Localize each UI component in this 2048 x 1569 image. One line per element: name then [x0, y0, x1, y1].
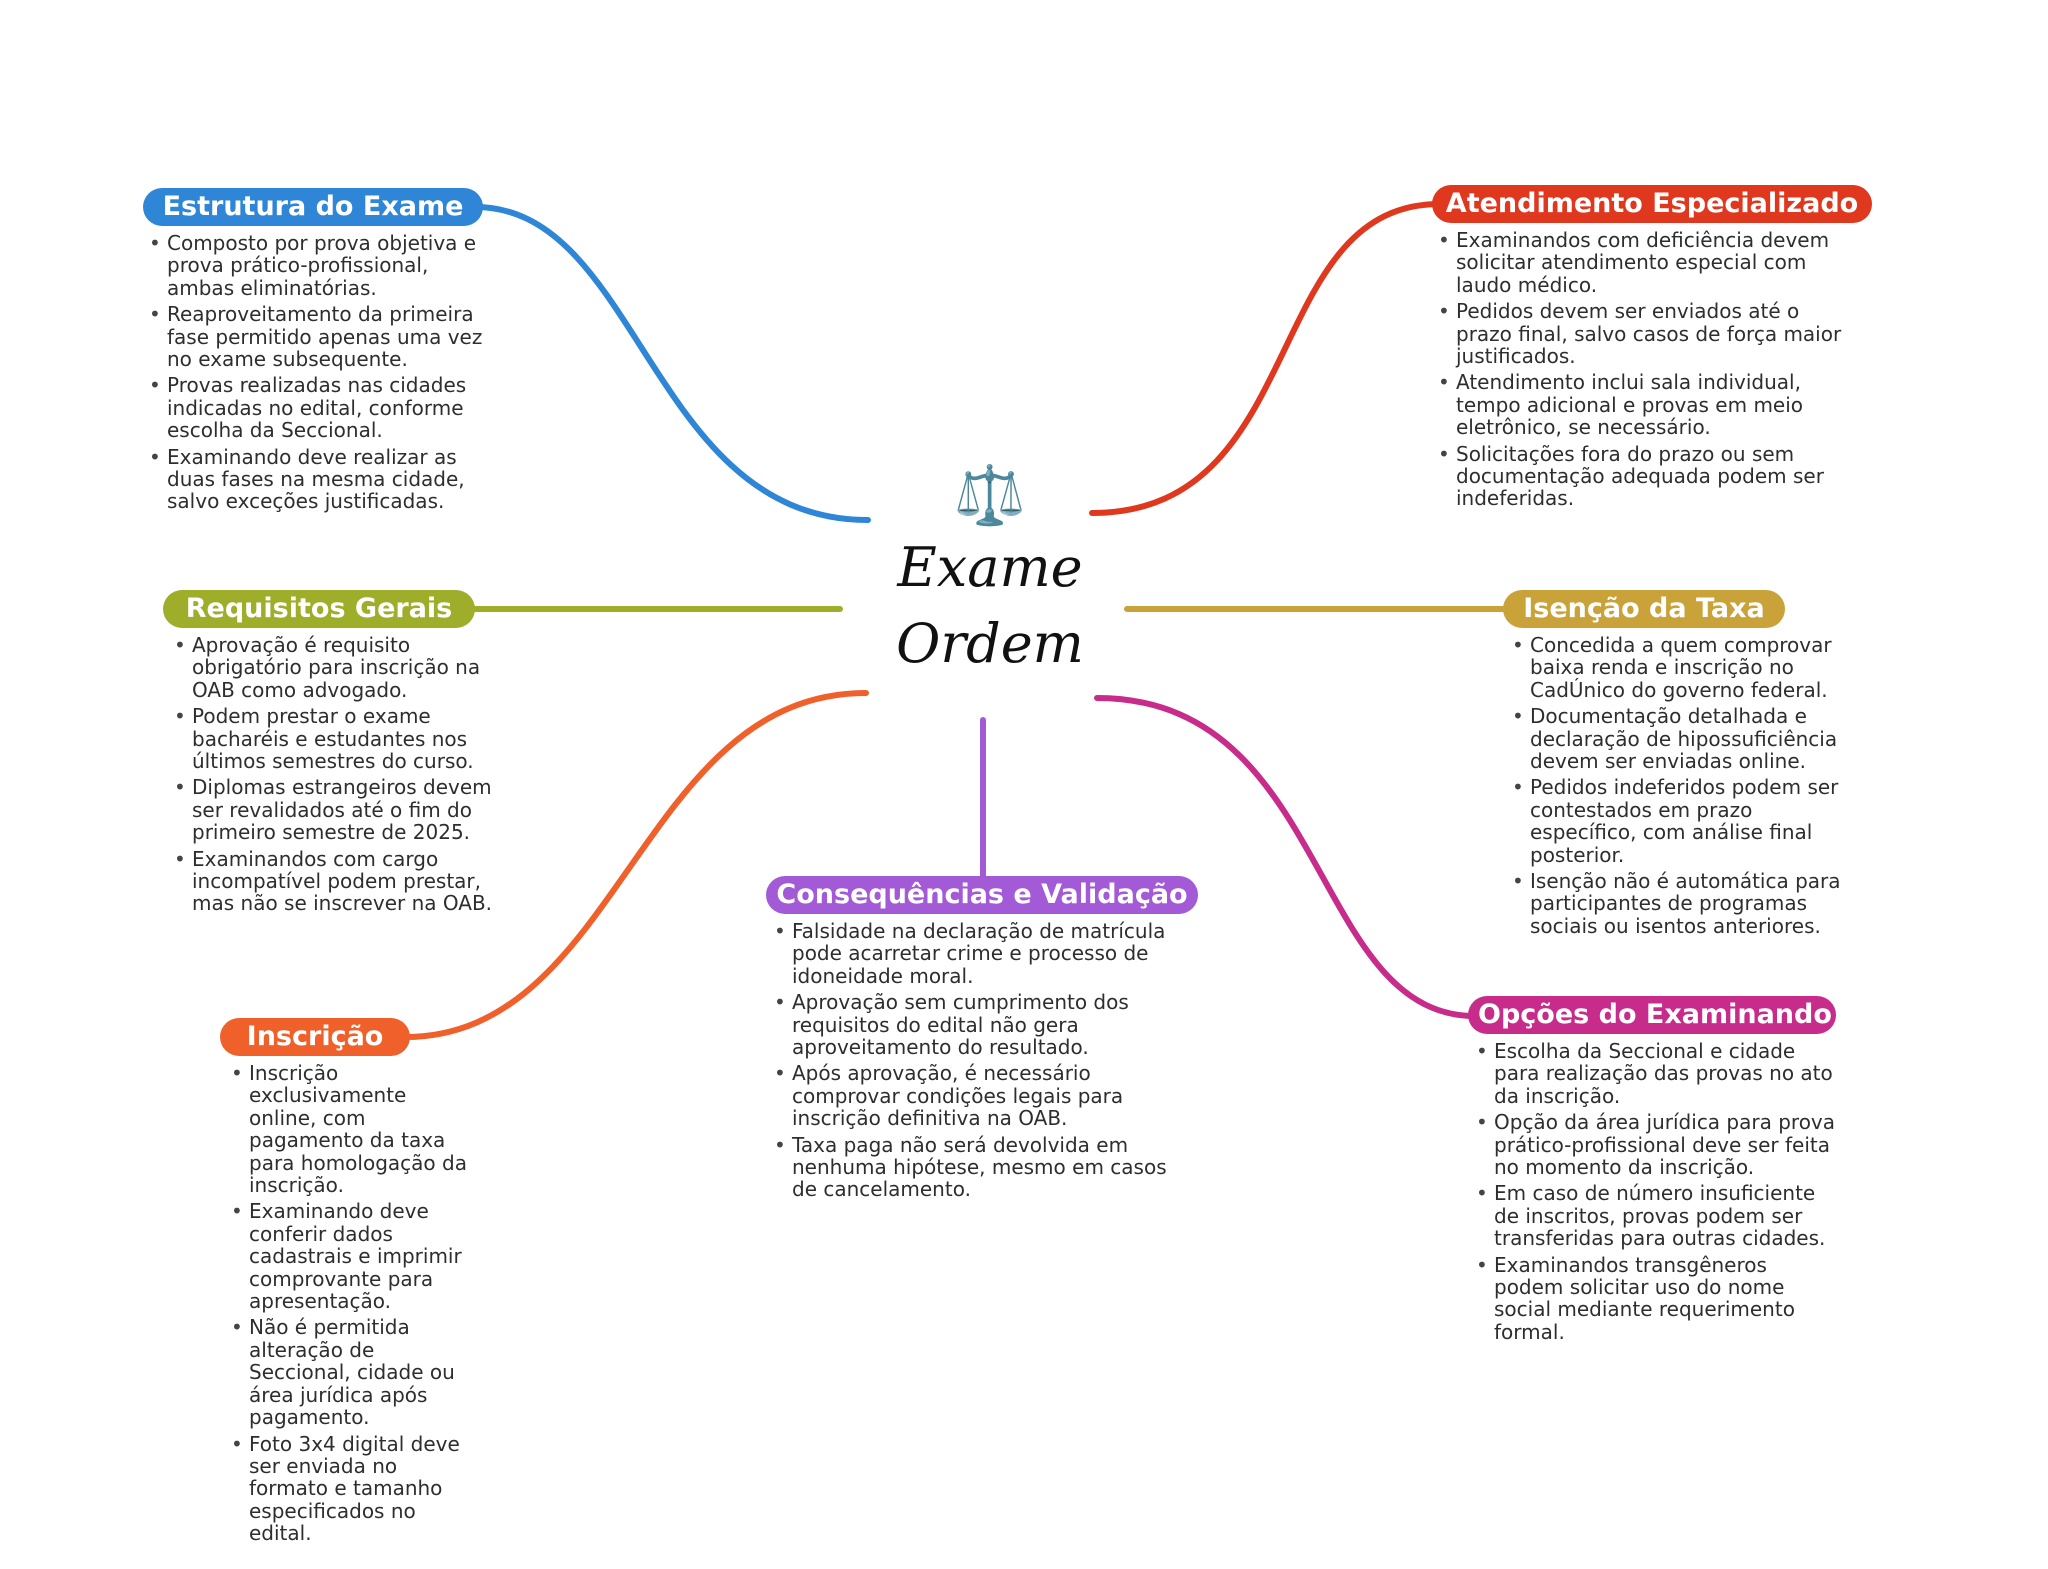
list-item: Pedidos devem ser enviados até o prazo f… — [1432, 300, 1842, 367]
list-item: Foto 3x4 digital deve ser enviada no for… — [225, 1432, 480, 1545]
central-title-line1: Exame — [897, 536, 1083, 599]
scales-icon: ⚖️ — [953, 461, 1027, 529]
bullet-list-inscricao: Inscrição exclusivamente online, com pag… — [225, 1062, 480, 1545]
list-item: Opção da área jurídica para prova prátic… — [1470, 1111, 1838, 1178]
branch-title-inscricao[interactable]: Inscrição — [220, 1018, 410, 1056]
list-item: Atendimento inclui sala individual, temp… — [1432, 371, 1842, 438]
list-item: Reaproveitamento da primeira fase permit… — [143, 303, 488, 370]
branch-isencao: Isenção da Taxa Concedida a quem comprov… — [1503, 590, 1848, 941]
branch-title-atendimento[interactable]: Atendimento Especializado — [1432, 185, 1872, 223]
branch-opcoes: Opções do Examinando Escolha da Secciona… — [1468, 996, 1848, 1347]
branch-title-consequencias[interactable]: Consequências e Validação — [766, 876, 1198, 914]
list-item: Examinandos com cargo incompatível podem… — [168, 847, 498, 915]
list-item: Aprovação é requisito obrigatório para i… — [168, 634, 498, 701]
list-item: Não é permitida alteração de Seccional, … — [225, 1316, 480, 1428]
central-topic[interactable]: ⚖️ Exame Ordem — [870, 460, 1110, 682]
branch-requisitos: Requisitos Gerais Aprovação é requisito … — [163, 590, 493, 919]
list-item: Concedida a quem comprovar baixa renda e… — [1506, 634, 1841, 701]
branch-atendimento: Atendimento Especializado Examinandos co… — [1432, 185, 1872, 514]
bullet-list-isencao: Concedida a quem comprovar baixa renda e… — [1506, 634, 1841, 937]
list-item: Examinandos com deficiência devem solici… — [1432, 229, 1842, 296]
list-item: Taxa paga não será devolvida em nenhuma … — [768, 1133, 1173, 1201]
list-item: Podem prestar o exame bacharéis e estuda… — [168, 705, 498, 772]
bullet-list-consequencias: Falsidade na declaração de matrícula pod… — [768, 920, 1173, 1201]
branch-title-estrutura[interactable]: Estrutura do Exame — [143, 188, 483, 226]
list-item: Aprovação sem cumprimento dos requisitos… — [768, 991, 1173, 1058]
central-title-line2: Ordem — [896, 612, 1084, 675]
list-item: Documentação detalhada e declaração de h… — [1506, 705, 1841, 772]
branch-consequencias: Consequências e Validação Falsidade na d… — [766, 876, 1198, 1205]
branch-title-opcoes[interactable]: Opções do Examinando — [1468, 996, 1836, 1034]
bullet-list-estrutura: Composto por prova objetiva e prova prát… — [143, 232, 488, 513]
list-item: Diplomas estrangeiros devem ser revalida… — [168, 776, 498, 843]
link-inscricao — [402, 690, 869, 1040]
link-atendimento — [1089, 201, 1443, 516]
list-item: Em caso de número insuficiente de inscri… — [1470, 1182, 1838, 1249]
list-item: Examinandos transgêneros podem solicitar… — [1470, 1254, 1838, 1344]
branch-estrutura: Estrutura do Exame Composto por prova ob… — [143, 188, 488, 517]
list-item: Após aprovação, é necessário comprovar c… — [768, 1062, 1173, 1129]
list-item: Examinando deve conferir dados cadastrai… — [225, 1200, 480, 1312]
list-item: Inscrição exclusivamente online, com pag… — [225, 1062, 480, 1197]
list-item: Escolha da Seccional e cidade para reali… — [1470, 1040, 1838, 1107]
bullet-list-requisitos: Aprovação é requisito obrigatório para i… — [168, 634, 498, 915]
list-item: Solicitações fora do prazo ou sem docume… — [1432, 442, 1842, 510]
bullet-list-atendimento: Examinandos com deficiência devem solici… — [1432, 229, 1842, 510]
list-item: Composto por prova objetiva e prova prát… — [143, 232, 488, 299]
branch-title-requisitos[interactable]: Requisitos Gerais — [163, 590, 475, 628]
list-item: Examinando deve realizar as duas fases n… — [143, 445, 488, 513]
bullet-list-opcoes: Escolha da Seccional e cidade para reali… — [1470, 1040, 1838, 1343]
list-item: Provas realizadas nas cidades indicadas … — [143, 374, 488, 441]
list-item: Pedidos indeferidos podem ser contestado… — [1506, 776, 1841, 866]
list-item: Isenção não é automática para participan… — [1506, 870, 1841, 937]
link-opcoes — [1094, 695, 1478, 1019]
branch-inscricao: Inscrição Inscrição exclusivamente onlin… — [220, 1018, 490, 1549]
list-item: Falsidade na declaração de matrícula pod… — [768, 920, 1173, 987]
branch-title-isencao[interactable]: Isenção da Taxa — [1503, 590, 1785, 628]
link-estrutura — [472, 204, 871, 523]
